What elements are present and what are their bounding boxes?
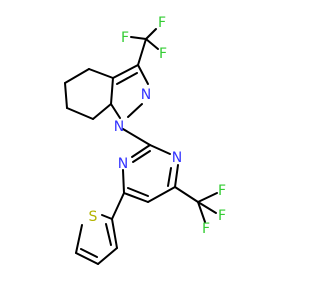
atom-labels: F F F N N N N F F F S [89, 15, 226, 237]
bond [197, 201, 206, 223]
atom-f: F [159, 46, 167, 62]
bond [145, 28, 157, 40]
bond [105, 223, 112, 246]
bond [64, 68, 90, 84]
bond [167, 167, 172, 187]
atom-f: F [218, 208, 226, 224]
molecule-svg: F F F N N N N F F F S [64, 15, 227, 265]
atom-s: S [89, 209, 98, 225]
bond [174, 164, 179, 188]
bond [122, 169, 125, 194]
bond [131, 144, 151, 158]
bond [66, 107, 94, 120]
bond [92, 103, 112, 120]
bond [132, 150, 151, 163]
bond [174, 186, 199, 203]
bond [127, 103, 143, 118]
bond [80, 248, 98, 258]
bond [130, 36, 147, 40]
atom-f: F [158, 15, 166, 31]
atom-n: N [118, 156, 128, 172]
bond [122, 128, 151, 146]
bond [111, 192, 125, 220]
bond [147, 186, 176, 203]
bond [123, 192, 149, 203]
atom-f: F [218, 183, 226, 199]
bond [137, 38, 147, 66]
bond [197, 192, 218, 203]
bond [137, 64, 149, 85]
bond [97, 247, 118, 265]
bond [75, 224, 83, 254]
bond [110, 103, 121, 119]
bond [111, 218, 118, 249]
bond [75, 252, 99, 265]
atom-n: N [114, 119, 124, 135]
bond [116, 72, 138, 85]
bond [88, 68, 114, 79]
bond [101, 214, 113, 220]
bond [64, 82, 68, 109]
bond [112, 64, 139, 79]
bond [145, 38, 159, 50]
atom-f: F [202, 221, 210, 237]
atom-n: N [141, 87, 151, 103]
bond [127, 187, 149, 197]
bonds [64, 28, 218, 265]
bond [149, 144, 171, 155]
molecule-structure-diagram: F F F N N N N F F F S [64, 15, 227, 265]
atom-n: N [172, 150, 182, 166]
atom-f: F [121, 30, 129, 46]
bond [197, 201, 217, 214]
bond [110, 77, 114, 105]
